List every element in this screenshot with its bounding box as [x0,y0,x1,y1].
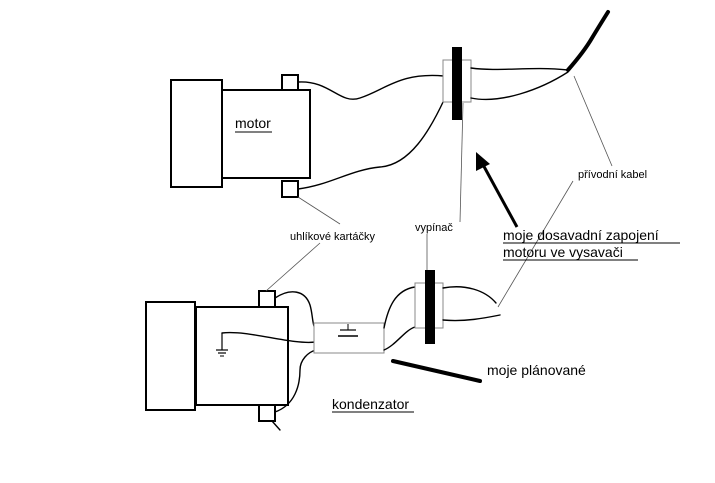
bottom-motor-brush-lower [258,404,276,422]
top-motor-body [221,89,311,179]
bottom-motor-endcap [145,301,196,411]
supply-cable-leader-top [573,75,613,167]
top-motor: motor [170,74,311,198]
current-wiring-arrow [476,152,519,228]
brushes-label: uhlíkové kartáčky [290,231,375,243]
switch-label: vypínač [415,222,453,234]
ground-symbol [216,333,228,357]
brushes-leader-top [297,196,341,225]
top-motor-endcap [170,79,223,188]
bottom-switch [414,270,444,344]
bottom-wire-cap-switch-lower [383,326,416,351]
bottom-switch-bar [425,270,435,344]
supply-cable-label: přívodní kabel [578,169,647,181]
planned-pointer [391,359,482,383]
top-switch [442,47,472,120]
planned-label: moje plánované [487,362,586,378]
capacitor-housing [313,322,385,354]
top-switch-bar [452,47,462,120]
top-wire-upper [297,74,445,100]
top-motor-brush-upper [281,74,299,91]
bottom-wire-cap-switch-upper [383,286,416,329]
bottom-wire-lower-tail [271,420,281,431]
current-wiring-label-line2: motoru ve vysavači [503,244,623,260]
supply-cable [566,10,610,72]
bottom-motor-body [195,306,289,406]
top-wire-lower [297,99,445,190]
top-motor-brush-lower [281,180,299,198]
supply-cable-leader-bottom [497,180,574,308]
bottom-wire-switch-out-lower [442,314,501,322]
brushes-leader-bottom [265,242,321,292]
bottom-motor-brush-upper [258,290,276,308]
switch-leader-top [459,102,464,223]
capacitor [313,322,385,354]
motor-label: motor [235,115,271,131]
bottom-wire-lower-brush [274,349,317,413]
ground-wire [221,331,317,344]
bottom-motor [145,290,289,422]
top-wire-switch-out-lower [470,71,569,101]
capacitor-label: kondenzator [332,396,409,412]
current-wiring-label-line1: moje dosavadní zapojení [503,227,659,243]
bottom-wire-switch-out-upper [442,286,497,304]
top-wire-switch-out-upper [470,67,569,71]
